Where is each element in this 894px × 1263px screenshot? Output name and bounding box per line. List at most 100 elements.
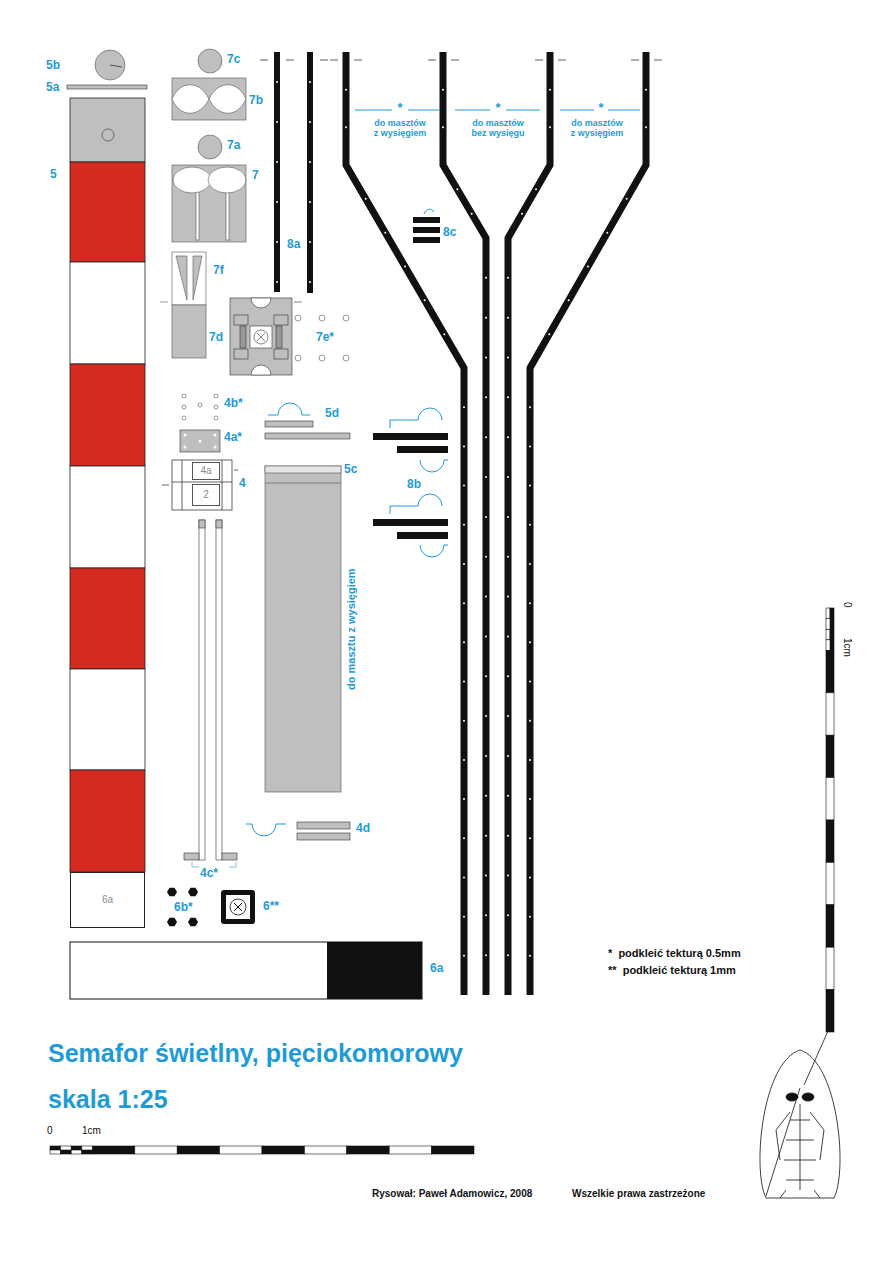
part-number: 4b*	[224, 397, 243, 411]
part-7d	[257, 333, 265, 341]
part-4b	[182, 394, 186, 398]
note-text: * podkleić tekturą 0.5mm	[608, 947, 741, 960]
note-text: Wszelkie prawa zastrzeżone	[572, 1188, 705, 1200]
scale-cell	[135, 1146, 177, 1154]
part-7f	[172, 252, 206, 305]
rivet-dot	[443, 333, 445, 335]
part-8b	[373, 519, 448, 526]
part-marking: 2	[203, 490, 209, 500]
part-4a	[184, 446, 187, 449]
part-4c	[184, 520, 237, 867]
part-6b	[188, 888, 198, 897]
rivet-dot	[485, 675, 487, 677]
scale-cell	[826, 693, 834, 735]
part-number: 7e*	[316, 331, 334, 345]
scale-cell	[826, 640, 830, 651]
rivet-dot	[276, 201, 278, 203]
rivet-dot	[507, 596, 509, 598]
part-7d	[274, 315, 288, 325]
part-5d	[265, 403, 350, 439]
scale-cell	[347, 1146, 389, 1154]
part-number: 7d	[209, 331, 223, 345]
part-number: 6b*	[174, 901, 193, 915]
rivet-dot	[309, 241, 311, 243]
note-text: 0	[842, 602, 854, 608]
part-7d	[276, 326, 282, 348]
scale-cell	[61, 1146, 72, 1150]
part-number: 5d	[325, 407, 339, 421]
part-8b	[373, 433, 448, 440]
rivet-dot	[276, 81, 278, 83]
rivet-dot	[507, 436, 509, 438]
rivet-dot	[463, 485, 465, 487]
scale-cell	[82, 1146, 93, 1150]
part-8b	[390, 408, 442, 428]
rivet-dot	[309, 201, 311, 203]
part-7	[173, 167, 211, 193]
part-7d	[234, 315, 248, 325]
rivet-dot	[529, 406, 531, 408]
part-4d	[246, 822, 350, 840]
rivet-dot	[645, 126, 647, 128]
part-7d	[250, 326, 272, 348]
part-8b	[397, 446, 448, 453]
part-6a	[70, 942, 422, 999]
part-5d	[268, 403, 310, 415]
fold-marks	[286, 60, 294, 61]
part-number: 8b	[407, 478, 421, 492]
mast-ladders	[201, 52, 647, 995]
part-number: 5a	[46, 81, 59, 95]
rivet-dot	[548, 333, 550, 335]
part-8a	[274, 52, 313, 293]
part-marking: 4a	[200, 466, 211, 476]
part-number: 8c	[443, 226, 456, 240]
part-6a	[327, 942, 422, 999]
rivet-dot	[521, 213, 523, 215]
rivet-dot	[529, 876, 531, 878]
part-4a	[184, 434, 187, 437]
scale-cell	[61, 1150, 72, 1154]
fold-marks	[354, 60, 362, 61]
rivet-dot	[485, 635, 487, 637]
logo-insect	[780, 1190, 820, 1198]
usage-note: do masztów z wysięgiem	[373, 118, 427, 139]
rivet-dot	[529, 641, 531, 643]
note-text: Rysował: Paweł Adamowicz, 2008	[372, 1188, 532, 1200]
part-4a	[214, 446, 217, 449]
part-4d	[297, 833, 350, 840]
rivet-dot	[529, 955, 531, 957]
part-4	[222, 460, 223, 510]
scale-cell	[830, 629, 834, 640]
usage-note: do masztów bez wysięgu	[471, 118, 525, 139]
rivet-dot	[442, 89, 444, 91]
mast-strip	[70, 162, 145, 262]
part-number: 5b	[46, 59, 60, 73]
vertical-scale	[826, 608, 834, 1032]
part-number: 4d	[356, 822, 370, 836]
part-6b	[167, 888, 198, 927]
rivet-dot	[529, 916, 531, 918]
part-7b	[172, 78, 246, 120]
scale-cell	[92, 1146, 134, 1154]
logo-insect	[802, 1093, 814, 1101]
rivet-dot	[587, 266, 589, 268]
part-5a	[67, 85, 147, 89]
scale-cell	[830, 619, 834, 630]
part-4	[182, 460, 183, 510]
rivet-dot	[309, 161, 311, 163]
part-8b	[390, 408, 448, 557]
part-5c	[265, 466, 341, 792]
rivet-dot	[529, 445, 531, 447]
part-7d	[254, 330, 268, 344]
part-7e	[319, 355, 325, 361]
rivet-dot	[507, 357, 509, 359]
part-number: 5	[50, 168, 57, 182]
scale-cell	[50, 1146, 61, 1150]
logo-insect	[760, 1050, 840, 1198]
rivet-dot	[485, 317, 487, 319]
rivet-dot	[463, 406, 465, 408]
rivet-dot	[507, 835, 509, 837]
rivet-dot	[485, 954, 487, 956]
rivet-dot	[529, 563, 531, 565]
